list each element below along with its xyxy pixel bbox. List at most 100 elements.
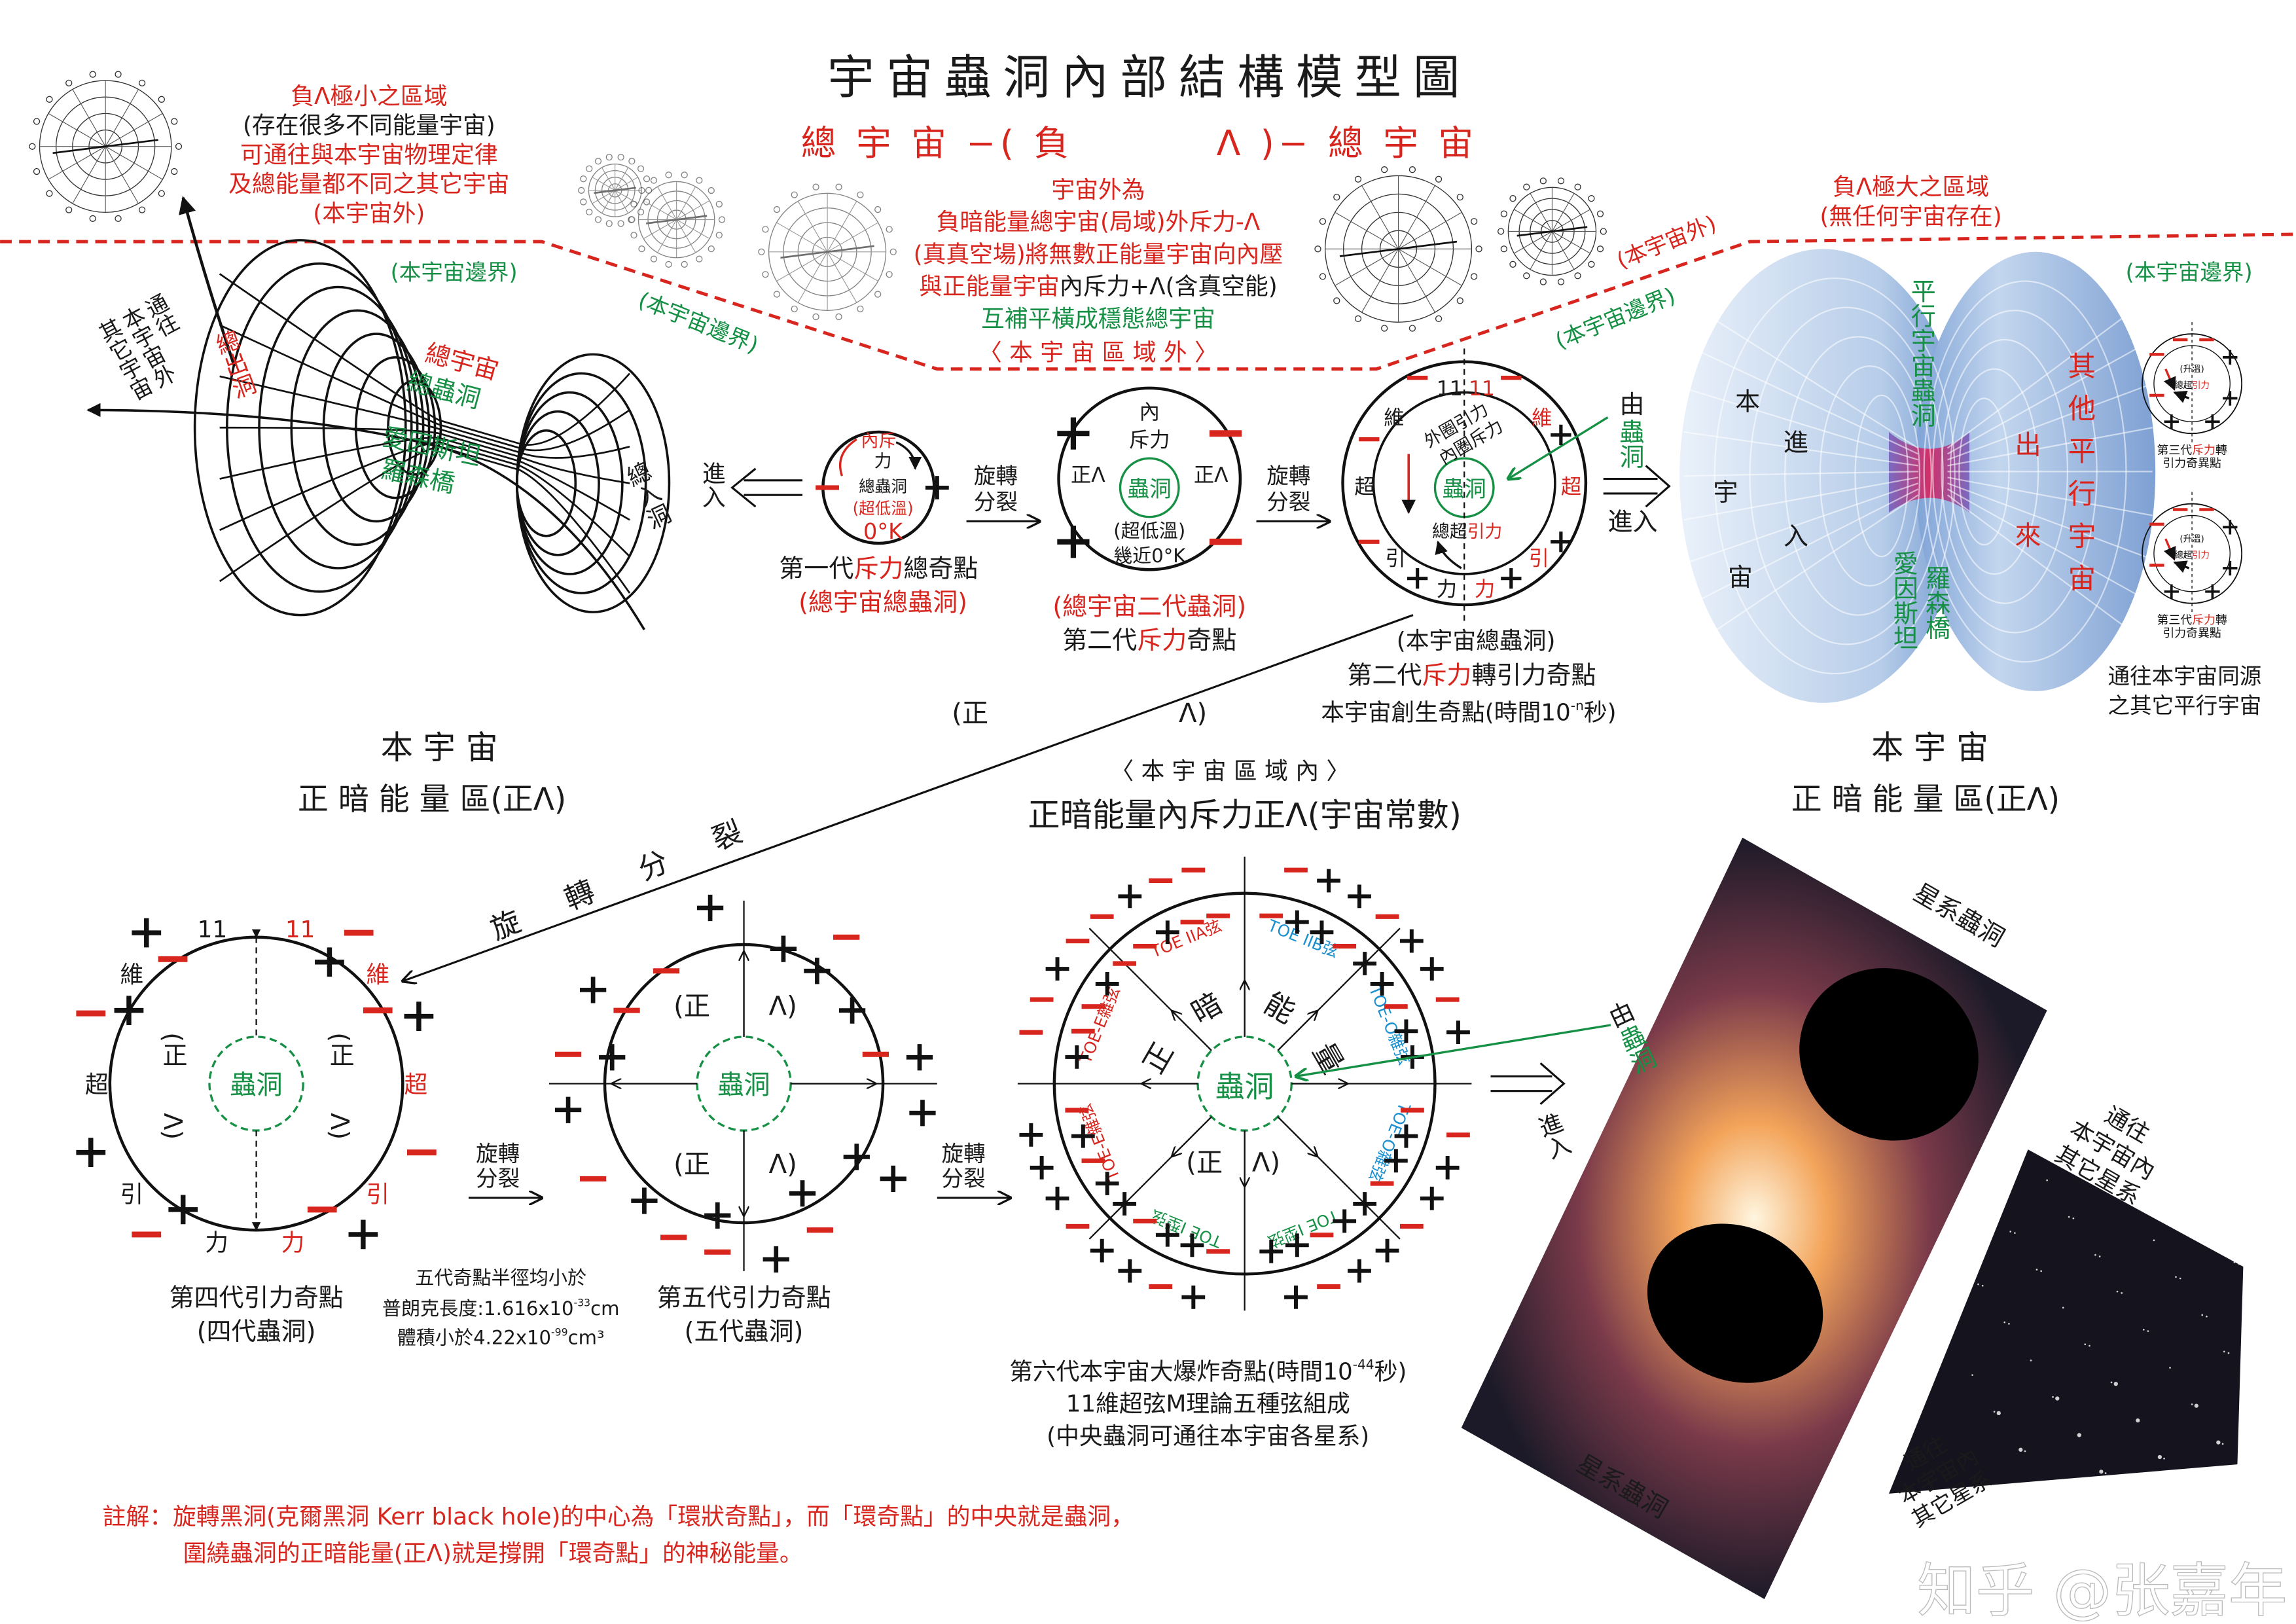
gen3-total-b: 引力 [1467,522,1503,542]
planck-line-2: 普朗克長度:1.616x10-33cm [382,1297,620,1320]
split-arrow-3: 旋轉 分裂 [468,1141,542,1198]
planck-note: 五代奇點半徑均小於 普朗克長度:1.616x10-33cm 體積小於4.22x1… [382,1267,620,1349]
gen3-caption-2: 第二代斥力轉引力奇點 [1347,661,1596,690]
gen4-dim-red: 維 [366,962,389,988]
star [1996,1411,2001,1415]
gen4-eleven-red: 11 [285,916,315,943]
plus-sign [880,1165,906,1193]
neg-lambda-min-region: 負Λ極小之區域 [291,83,447,110]
plus-sign [1501,568,1522,589]
star [1955,1246,1958,1249]
star [2116,1290,2119,1293]
funnel-meridian [219,324,630,452]
outside-line-6: 〈 本 宇 宙 區 域 外 〉 [978,339,1218,366]
gen3-wormhole: 蟲洞 [1443,476,1486,501]
star [2099,1470,2104,1474]
gen6-caption-1: 第六代本宇宙大爆炸奇點(時間10-44秒) [1009,1357,1407,1386]
gen2-caption-2a: 第二代 [1062,626,1137,655]
plus-sign [1181,1285,1206,1309]
to-galaxies-bottom: 通往 本宇宙內 其它星系 [1894,1432,1996,1532]
star [2024,1450,2026,1453]
mini-temp: (升溫) [2179,534,2204,545]
gen2-kelvin: 幾近0°K [1113,545,1186,567]
star [2089,1344,2090,1347]
gen6-caption-1-end: 秒) [1374,1358,1407,1385]
star [2110,1381,2113,1384]
star [1977,1283,1979,1286]
hourglass-grid-line [1946,339,2153,455]
plus-sign [1333,1209,1357,1233]
split-diagonal-label: 旋 轉 分 裂 [486,806,766,947]
other-energy-note: 及總能量都不同之其它宇宙 [228,171,509,198]
enter-label-right: 進入 [1607,507,1657,536]
star [2003,1321,2006,1324]
star [2014,1232,2016,1235]
gen3-grav1-red: 引 [1529,547,1549,571]
gen6-radial-arrow [1277,1116,1317,1156]
mini-black-arrow [2173,390,2190,403]
plus-sign [1394,1124,1418,1148]
plus-sign [2164,584,2179,599]
gen1-center: 總蟲洞 [859,477,907,496]
ru-yu: 宇 [1713,478,1738,507]
come-out-2: 來 [2015,521,2041,551]
gen6-zheng: 正 [1136,1037,1180,1079]
gen4-pos-left: (正 [158,1032,187,1067]
ru-ru: 入 [1784,522,1808,550]
star [2077,1433,2081,1437]
outside-line-1: 宇宙外為 [1051,177,1145,204]
gen3-caption-2b: 斥力 [1422,661,1471,690]
star [2207,1223,2210,1225]
plus-sign [1057,417,1090,450]
plus-sign [1155,920,1179,945]
star [2227,1352,2230,1354]
gen3-eleven-red: 11 [1469,377,1495,401]
plus-sign [631,1187,658,1214]
gen6-caption-3: (中央蟲洞可通往本宇宙各星系) [1047,1423,1369,1450]
hourglass-grid-line [1683,387,1919,461]
star [2104,1472,2107,1474]
plus-sign [1370,972,1394,996]
gen4-dim-black: 維 [120,962,144,988]
plus-sign [315,947,344,977]
plus-sign [132,918,162,948]
plus-sign [1045,1186,1069,1210]
planck-line-2-exp: -33 [574,1297,591,1309]
total-entry-hole: 總入洞 [620,458,674,533]
outside-line-4-red: 與正能量宇宙 [919,274,1060,300]
right-outside-label: (本宇宙外) [1613,211,1719,274]
gen2-inner: 內 [1139,401,1160,424]
watermark: 知乎 @张嘉年 [1917,1557,2287,1624]
plus-sign [1285,910,1309,934]
mini-total: 總超引力 [2174,380,2210,391]
gen2-pos-lambda-left: 正Λ [1071,463,1105,487]
hourglass-grid-line [1749,306,1944,645]
plus-sign [1259,1239,1283,1263]
funnel-ring [515,391,624,575]
split-label-3a: 旋轉 [476,1141,520,1166]
gen1-kelvin: 0°K [863,518,903,544]
split-arrow-4: 旋轉 分裂 [937,1141,1011,1198]
star [2094,1254,2096,1256]
plus-sign [579,977,607,1003]
exit-arrow [179,196,236,367]
split-label-2b: 分裂 [1266,490,1310,515]
gen6-an: 暗 [1185,986,1228,1030]
to-parallel-2: 之其它平行宇宙 [2108,693,2261,718]
star [2040,1270,2043,1272]
mini-caption: 第三代斥力轉 [2157,444,2227,458]
gen4-pos-right: (正 [325,1032,354,1067]
gen4-grav2-red: 力 [281,1230,305,1257]
gen1-temp: (超低溫) [853,499,914,518]
gen5-wormhole: 蟲洞 [717,1070,770,1100]
total-wormhole-funnel-drawing [193,239,671,617]
enter-label: 進入 [698,461,725,509]
plus-sign [1551,424,1571,446]
star [2009,1231,2012,1233]
plus-sign [762,1246,789,1273]
inside-dark-energy-title: 正暗能量內斥力正Λ(宇宙常數) [1028,796,1462,834]
plus-sign [838,997,866,1024]
gen6-caption-2: 11維超弦M理論五種弦組成 [1066,1391,1350,1418]
footnote-line-1: 註解：旋轉黑洞(克爾黑洞 Kerr black hole)的中心為「環狀奇點」，… [103,1504,1134,1530]
plus-sign [1118,884,1142,909]
